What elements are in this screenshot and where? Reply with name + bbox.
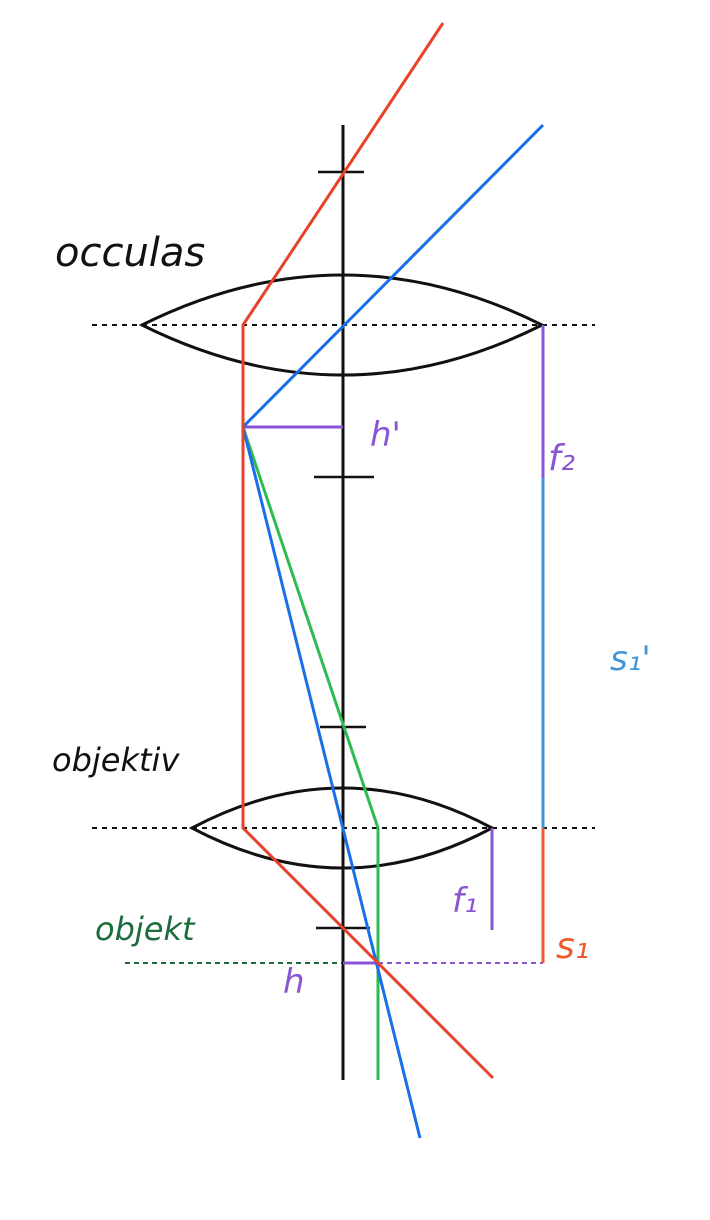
green-ray (241, 426, 380, 1080)
f1-label: f₁ (452, 881, 478, 921)
objective-label: objektiv (52, 741, 180, 779)
image-height-label: h' (370, 415, 401, 455)
s1-prime-label: s₁' (610, 639, 651, 679)
red-ray (241, 22, 495, 1080)
f2-label: f₂ (548, 438, 575, 479)
object-height-label: h (283, 962, 305, 1002)
object-label: objekt (95, 910, 196, 948)
s1-label: s₁ (556, 926, 589, 967)
ocular-label: occulas (55, 230, 205, 276)
